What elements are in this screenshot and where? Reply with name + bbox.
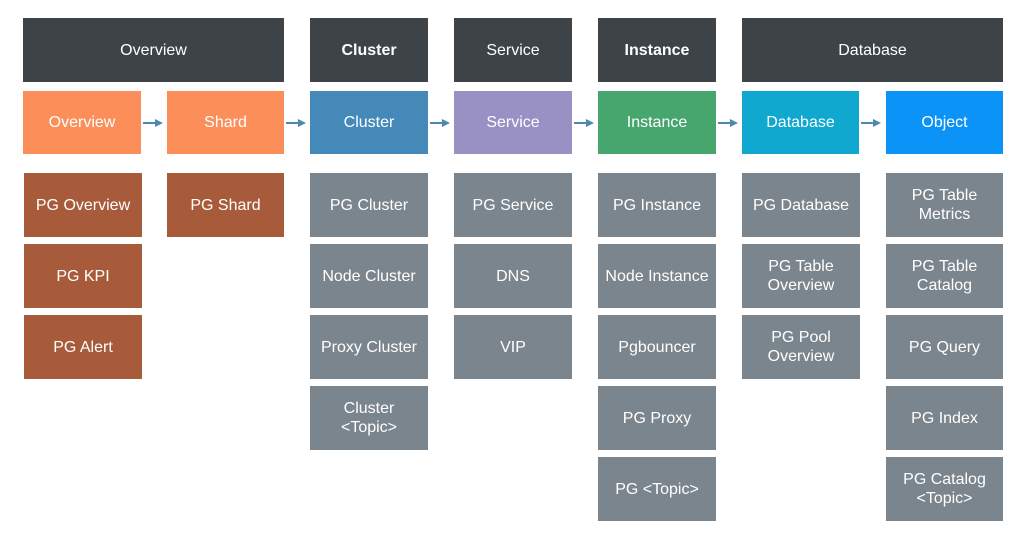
item-node-cluster: Node Cluster	[310, 244, 428, 308]
item-pg-instance: PG Instance	[598, 173, 716, 237]
item-pg-cluster: PG Cluster	[310, 173, 428, 237]
item-pg-query: PG Query	[886, 315, 1003, 379]
item-pg-shard: PG Shard	[167, 173, 284, 237]
level-database: Database	[742, 91, 859, 154]
item-proxy-cluster: Proxy Cluster	[310, 315, 428, 379]
header-database: Database	[742, 18, 1003, 82]
header-instance: Instance	[598, 18, 716, 82]
item-pg-database: PG Database	[742, 173, 860, 237]
item-pg-topic: PG <Topic>	[598, 457, 716, 521]
level-service: Service	[454, 91, 572, 154]
item-pg-overview: PG Overview	[24, 173, 142, 237]
header-cluster: Cluster	[310, 18, 428, 82]
item-pg-alert: PG Alert	[24, 315, 142, 379]
item-pg-service: PG Service	[454, 173, 572, 237]
item-pg-proxy: PG Proxy	[598, 386, 716, 450]
item-pgbouncer: Pgbouncer	[598, 315, 716, 379]
header-overview: Overview	[23, 18, 284, 82]
level-object: Object	[886, 91, 1003, 154]
header-service: Service	[454, 18, 572, 82]
item-pg-index: PG Index	[886, 386, 1003, 450]
item-vip: VIP	[454, 315, 572, 379]
item-cluster-topic: Cluster<Topic>	[310, 386, 428, 450]
item-dns: DNS	[454, 244, 572, 308]
item-pg-kpi: PG KPI	[24, 244, 142, 308]
item-pg-catalog-topic: PG Catalog<Topic>	[886, 457, 1003, 521]
level-instance: Instance	[598, 91, 716, 154]
item-node-instance: Node Instance	[598, 244, 716, 308]
level-shard: Shard	[167, 91, 284, 154]
level-cluster: Cluster	[310, 91, 428, 154]
level-overview: Overview	[23, 91, 141, 154]
